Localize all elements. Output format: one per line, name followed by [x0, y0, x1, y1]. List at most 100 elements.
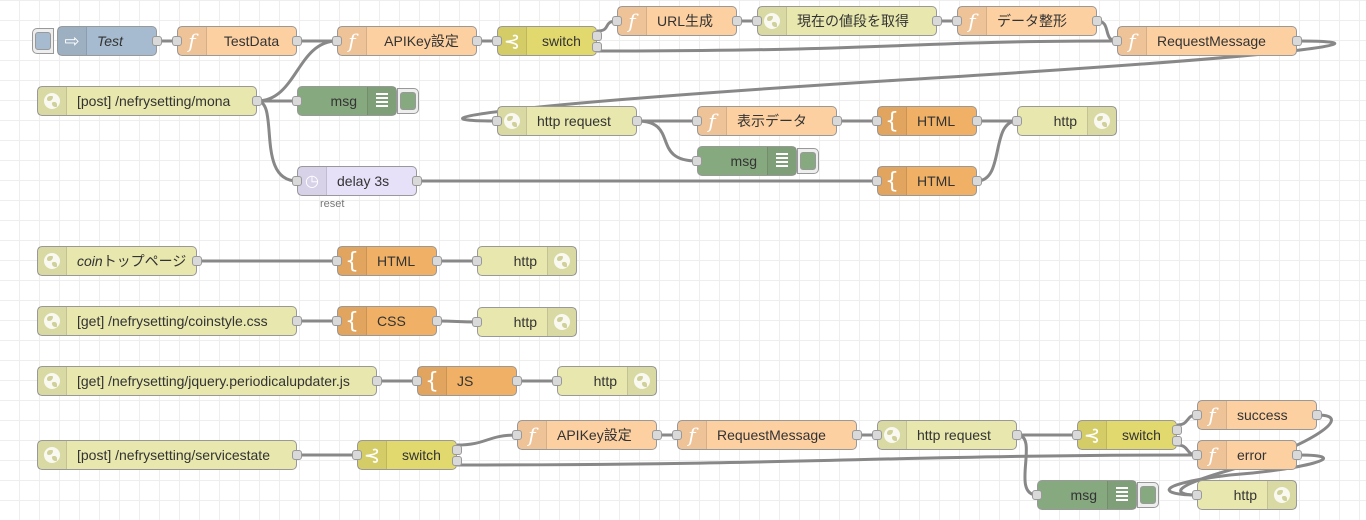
output-port[interactable]: [972, 116, 982, 126]
node-function-requestmessage[interactable]: f RequestMessage: [672, 420, 862, 450]
node-function-format[interactable]: f データ整形: [952, 6, 1102, 36]
node-http-response[interactable]: http: [472, 307, 577, 337]
output-port[interactable]: [972, 176, 982, 186]
input-port[interactable]: [872, 430, 882, 440]
input-port[interactable]: [1072, 430, 1082, 440]
output-port[interactable]: [472, 36, 482, 46]
node-http-request[interactable]: http request: [872, 420, 1022, 450]
input-port[interactable]: [492, 116, 502, 126]
node-switch[interactable]: ⊰ switch: [352, 440, 462, 470]
input-port[interactable]: [612, 16, 622, 26]
input-port[interactable]: [692, 156, 702, 166]
input-port[interactable]: [352, 450, 362, 460]
wire[interactable]: [976, 119, 1018, 183]
output-port[interactable]: [1312, 410, 1322, 420]
node-function-requestmessage[interactable]: f RequestMessage: [1112, 26, 1302, 56]
output-port-1[interactable]: [592, 31, 602, 41]
node-http-in-css[interactable]: [get] /nefrysetting/coinstyle.css: [37, 306, 302, 336]
node-http-request[interactable]: http request: [492, 106, 642, 136]
node-template-js[interactable]: { JS: [412, 366, 522, 396]
output-port-1[interactable]: [1172, 425, 1182, 435]
node-http-in-servicestate[interactable]: [post] /nefrysetting/servicestate: [37, 440, 302, 470]
wire[interactable]: [456, 433, 518, 447]
input-port[interactable]: [332, 316, 342, 326]
output-port[interactable]: [512, 376, 522, 386]
node-function-apikey[interactable]: f APIKey設定: [512, 420, 662, 450]
input-port[interactable]: [952, 16, 962, 26]
output-port[interactable]: [432, 256, 442, 266]
input-port[interactable]: [512, 430, 522, 440]
input-port[interactable]: [492, 36, 502, 46]
input-port[interactable]: [1192, 450, 1202, 460]
input-port[interactable]: [472, 317, 482, 327]
input-port[interactable]: [1112, 36, 1122, 46]
input-port[interactable]: [552, 376, 562, 386]
output-port[interactable]: [1292, 450, 1302, 460]
wire[interactable]: [456, 453, 1198, 467]
node-debug-msg[interactable]: msg: [692, 146, 797, 176]
output-port[interactable]: [192, 256, 202, 266]
output-port-2[interactable]: [592, 42, 602, 52]
wire[interactable]: [596, 39, 1118, 53]
output-port[interactable]: [1012, 430, 1022, 440]
output-port-2[interactable]: [452, 456, 462, 466]
output-port[interactable]: [632, 116, 642, 126]
debug-toggle-button[interactable]: [397, 88, 419, 114]
input-port[interactable]: [1032, 490, 1042, 500]
node-http-in-js[interactable]: [get] /nefrysetting/jquery.periodicalupd…: [37, 366, 382, 396]
output-port[interactable]: [652, 430, 662, 440]
node-template-html[interactable]: { HTML: [872, 166, 982, 196]
output-port[interactable]: [292, 450, 302, 460]
node-http-response[interactable]: http: [472, 246, 577, 276]
output-port-1[interactable]: [452, 445, 462, 455]
wire[interactable]: [256, 99, 298, 183]
node-function-testdata[interactable]: f TestData: [172, 26, 302, 56]
wire[interactable]: [436, 319, 478, 324]
node-switch[interactable]: ⊰ switch: [492, 26, 602, 56]
output-port[interactable]: [932, 16, 942, 26]
input-port[interactable]: [292, 176, 302, 186]
node-http-response[interactable]: http: [1012, 106, 1117, 136]
node-http-response[interactable]: http: [1192, 480, 1297, 510]
node-template-html[interactable]: { HTML: [872, 106, 982, 136]
input-port[interactable]: [752, 16, 762, 26]
node-template-html[interactable]: { HTML: [332, 246, 442, 276]
input-port[interactable]: [292, 96, 302, 106]
input-port[interactable]: [332, 36, 342, 46]
output-port[interactable]: [152, 36, 162, 46]
input-port[interactable]: [692, 116, 702, 126]
input-port[interactable]: [1192, 410, 1202, 420]
input-port[interactable]: [172, 36, 182, 46]
inject-trigger-button[interactable]: [32, 28, 54, 54]
output-port[interactable]: [292, 316, 302, 326]
output-port[interactable]: [412, 176, 422, 186]
input-port[interactable]: [872, 176, 882, 186]
output-port-2[interactable]: [1172, 436, 1182, 446]
input-port[interactable]: [1192, 490, 1202, 500]
output-port[interactable]: [732, 16, 742, 26]
output-port[interactable]: [832, 116, 842, 126]
input-port[interactable]: [672, 430, 682, 440]
node-http-in-mona[interactable]: [post] /nefrysetting/mona: [37, 86, 262, 116]
node-switch[interactable]: ⊰ switch: [1072, 420, 1182, 450]
node-debug-msg[interactable]: msg: [1032, 480, 1137, 510]
wire[interactable]: [1016, 433, 1038, 497]
output-port[interactable]: [1292, 36, 1302, 46]
node-http-in-coin[interactable]: coinトップページ: [37, 246, 202, 276]
input-port[interactable]: [412, 376, 422, 386]
input-port[interactable]: [472, 256, 482, 266]
node-function-apikey[interactable]: f APIKey設定: [332, 26, 482, 56]
output-port[interactable]: [432, 316, 442, 326]
input-port[interactable]: [1012, 116, 1022, 126]
node-inject-test[interactable]: ⇨ Test: [57, 26, 162, 56]
output-port[interactable]: [252, 96, 262, 106]
node-template-css[interactable]: { CSS: [332, 306, 442, 336]
node-delay[interactable]: ◷ delay 3s: [292, 166, 422, 196]
wire[interactable]: [636, 119, 698, 163]
node-function-success[interactable]: f success: [1192, 400, 1322, 430]
debug-toggle-button[interactable]: [1137, 482, 1159, 508]
output-port[interactable]: [1092, 16, 1102, 26]
node-http-request-price[interactable]: 現在の値段を取得: [752, 6, 942, 36]
input-port[interactable]: [872, 116, 882, 126]
node-function-url[interactable]: f URL生成: [612, 6, 742, 36]
